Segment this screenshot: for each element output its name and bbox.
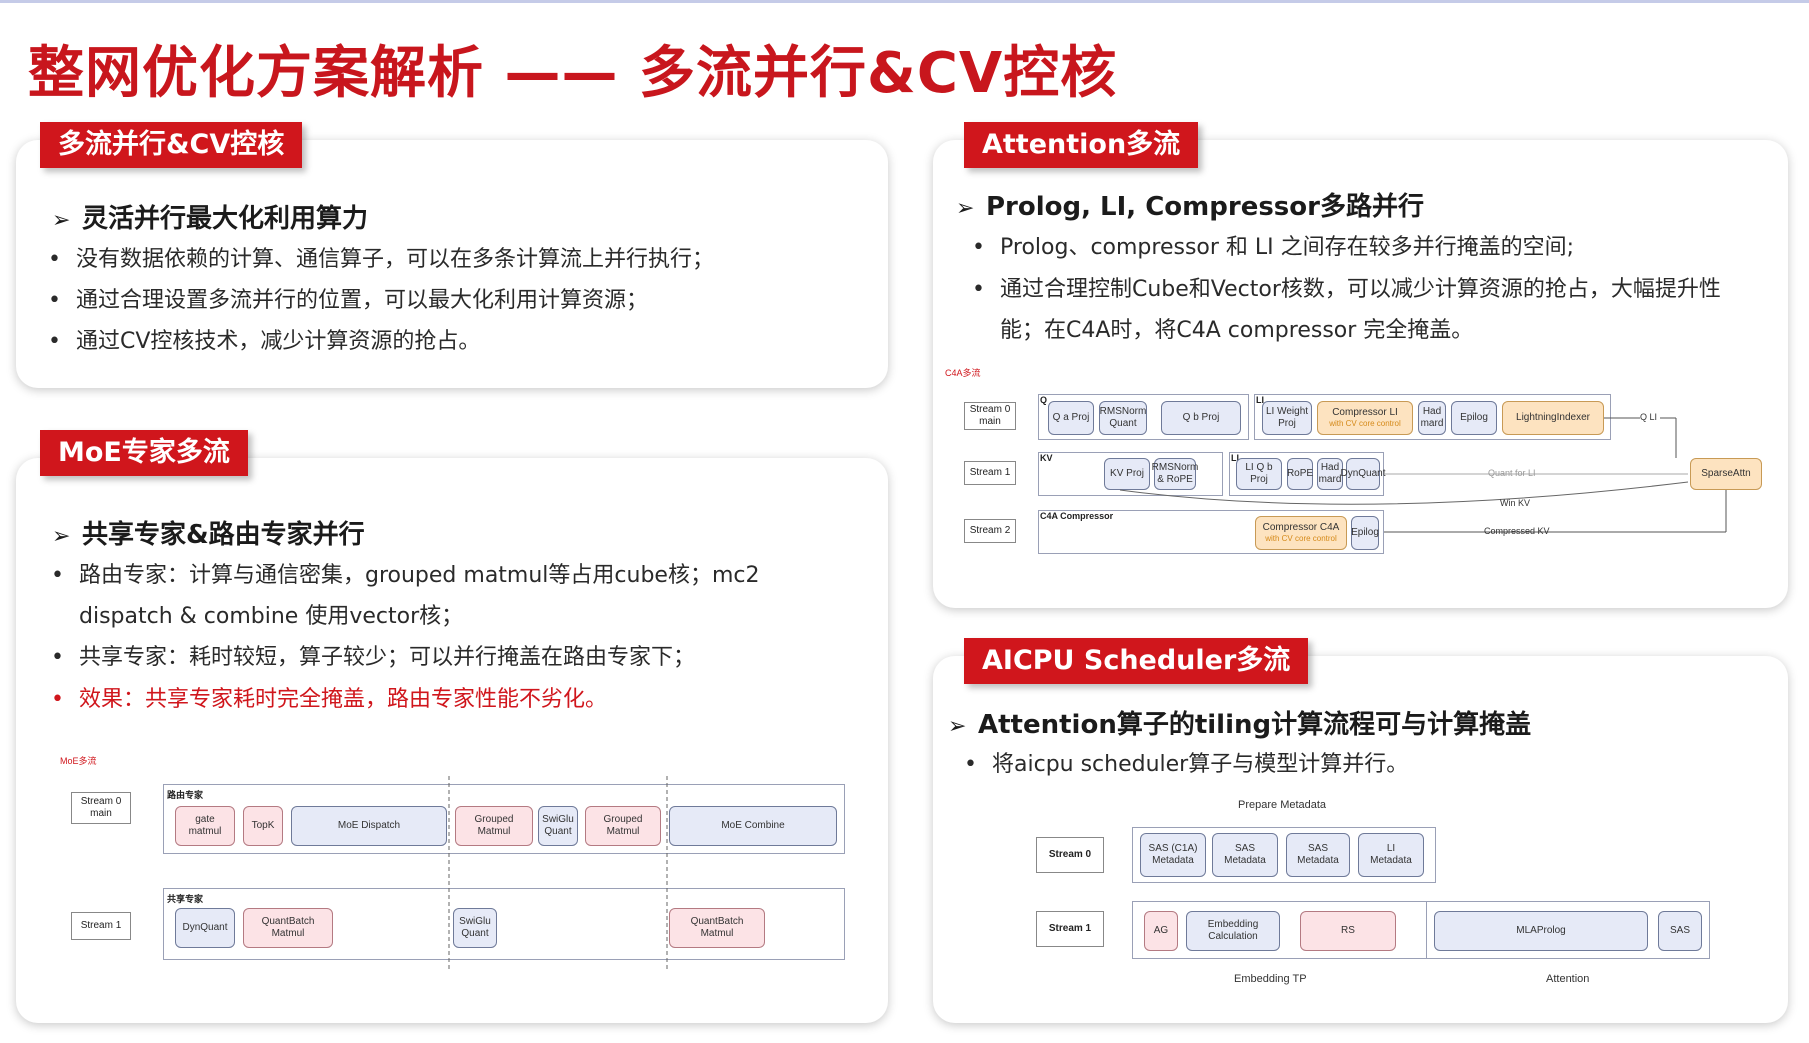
moe-topk: TopK [243, 806, 283, 846]
aicpu-ag: AG [1144, 911, 1178, 951]
aicpu-stream-1: Stream 1 [1036, 911, 1104, 947]
panel-moe-headline: ➢共享专家&路由专家并行 [52, 520, 365, 550]
c4a-qb-proj: Q b Proj [1161, 401, 1241, 435]
aicpu-mlaprolog: MLAProlog [1434, 911, 1648, 951]
moe-grouped-matmul-1: Grouped Matmul [585, 806, 661, 846]
moe-stream-1: Stream 1 [71, 912, 131, 940]
moe-dynquant: DynQuant [175, 908, 235, 948]
panel-moe-bullet-1: •路由专家：计算与通信密集，grouped matmul等占用cube核；mc2 [51, 563, 760, 588]
c4a-li-qb-proj: LI Q b Proj [1236, 458, 1282, 490]
c4a-lightning-indexer: LightningIndexer [1502, 401, 1604, 435]
c4a-kv-label: KV [1040, 453, 1053, 463]
aicpu-li-metadata: LI Metadata [1358, 833, 1424, 877]
moe-diagram: MoE多流 Stream 0 main Stream 1 路由专家 共享专家 g… [55, 748, 855, 978]
c4a-q-label: Q [1040, 395, 1048, 405]
c4a-epilog-2: Epilog [1351, 516, 1379, 550]
c4a-stream-1: Stream 1 [964, 461, 1016, 485]
panel-moe-bullet-1b: dispatch & combine 使用vector核； [79, 604, 464, 629]
c4a-stream-2: Stream 2 [964, 519, 1016, 543]
moe-quantbatch-matmul-0: QuantBatch Matmul [243, 908, 333, 948]
c4a-diagram: C4A多流 Stream 0 main Stream 1 Stream 2 Q … [940, 362, 1780, 562]
moe-swiglu-quant-1: SwiGlu Quant [453, 908, 497, 948]
c4a-li-label: LI [1256, 395, 1264, 405]
panel-moe-bullet-3: •效果：共享专家耗时完全掩盖，路由专家性能不劣化。 [51, 687, 608, 712]
arrow-icon: ➢ [956, 196, 975, 221]
aicpu-stream-0: Stream 0 [1036, 837, 1104, 873]
c4a-rmsnorm-quant: RMSNorm Quant [1099, 401, 1147, 435]
moe-combine: MoE Combine [669, 806, 837, 846]
aicpu-diagram: Prepare Metadata Stream 0 Stream 1 SAS (… [1020, 795, 1740, 995]
c4a-stream-0: Stream 0 main [964, 402, 1016, 430]
panel-aicpu-headline: ➢Attention算子的tiling计算流程可与计算掩盖 [948, 710, 1532, 740]
c4a-edge-quant-li: Quant for LI [1488, 468, 1536, 478]
c4a-kv-proj: KV Proj [1104, 458, 1150, 490]
panel-cv-bullet-2: •通过合理设置多流并行的位置，可以最大化利用计算资源； [48, 288, 649, 313]
aicpu-caption-embedding: Embedding TP [1234, 973, 1307, 985]
c4a-edge-compressed-kv: Compressed KV [1484, 526, 1550, 536]
panel-aicpu-tag: AICPU Scheduler多流 [964, 638, 1309, 684]
top-accent-bar [0, 0, 1809, 3]
c4a-hadamard-0: Had mard [1418, 401, 1446, 435]
arrow-icon: ➢ [52, 208, 71, 233]
c4a-edge-q-li: Q LI [1640, 412, 1658, 422]
panel-aicpu-bullet-1: •将aicpu scheduler算子与模型计算并行。 [964, 752, 1409, 777]
c4a-diagram-title: C4A多流 [945, 368, 981, 378]
moe-grouped-matmul-0: Grouped Matmul [455, 806, 533, 846]
c4a-sparse-attn: SparseAttn [1690, 458, 1762, 490]
moe-stream-0: Stream 0 main [71, 792, 131, 824]
moe-routed-label: 路由专家 [167, 790, 204, 800]
c4a-rmsnorm-rope-1: RMSNorm & RoPE [1152, 458, 1198, 490]
c4a-dynquant: DynQuant [1340, 458, 1386, 490]
panel-moe-bullet-2: •共享专家：耗时较短，算子较少；可以并行掩盖在路由专家下； [51, 645, 696, 670]
arrow-icon: ➢ [52, 524, 71, 549]
moe-dispatch: MoE Dispatch [291, 806, 447, 846]
aicpu-caption-attention: Attention [1546, 973, 1590, 985]
moe-quantbatch-matmul-1: QuantBatch Matmul [669, 908, 765, 948]
c4a-edges [1119, 417, 1727, 533]
panel-attention-bullet-1: •Prolog、compressor 和 LI 之间存在较多并行掩盖的空间; [972, 235, 1575, 260]
aicpu-rs: RS [1300, 911, 1396, 951]
c4a-rope-1: RoPE [1287, 458, 1313, 490]
panel-cv-tag: 多流并行&CV控核 [40, 122, 303, 168]
c4a-epilog-0: Epilog [1451, 401, 1497, 435]
c4a-compressor-label: C4A Compressor [1040, 511, 1114, 521]
c4a-hadamard-1: Had mard [1317, 458, 1343, 490]
panel-cv-bullet-1: •没有数据依赖的计算、通信算子，可以在多条计算流上并行执行； [48, 247, 715, 272]
panel-moe-tag: MoE专家多流 [40, 430, 248, 476]
aicpu-sas-metadata-0: SAS Metadata [1212, 833, 1278, 877]
panel-attention-headline: ➢Prolog, LI, Compressor多路并行 [956, 192, 1424, 222]
aicpu-embedding-calc: Embedding Calculation [1186, 911, 1280, 951]
aicpu-sas-metadata-1: SAS Metadata [1286, 833, 1350, 877]
panel-cv-bullet-3: •通过CV控核技术，减少计算资源的抢占。 [48, 329, 481, 354]
aicpu-sas-c1a-metadata: SAS (C1A) Metadata [1140, 833, 1206, 877]
c4a-li-label-1: LI [1231, 453, 1239, 463]
panel-attention-bullet-2: •通过合理控制Cube和Vector核数，可以减少计算资源的抢占，大幅提升性 [972, 277, 1721, 302]
c4a-qa-proj: Q a Proj [1048, 401, 1094, 435]
c4a-edge-win-kv: Win KV [1500, 498, 1531, 508]
panel-cv-card [16, 140, 888, 388]
panel-attention-bullet-3: 能；在C4A时，将C4A compressor 完全掩盖。 [1000, 318, 1474, 343]
moe-gate-matmul: gate matmul [175, 806, 235, 846]
panel-attention-tag: Attention多流 [964, 122, 1199, 168]
moe-shared-label: 共享专家 [167, 894, 204, 904]
aicpu-top-caption: Prepare Metadata [1238, 799, 1327, 811]
panel-cv-headline: ➢灵活并行最大化利用算力 [52, 204, 369, 234]
moe-sync-lines [448, 776, 668, 970]
aicpu-sas: SAS [1658, 911, 1702, 951]
c4a-li-weight-proj: LI Weight Proj [1262, 401, 1312, 435]
moe-swiglu-quant-0: SwiGlu Quant [538, 806, 578, 846]
page-title: 整网优化方案解析 —— 多流并行&CV控核 [28, 41, 1118, 106]
moe-diagram-title: MoE多流 [60, 756, 97, 766]
arrow-icon: ➢ [948, 714, 967, 739]
